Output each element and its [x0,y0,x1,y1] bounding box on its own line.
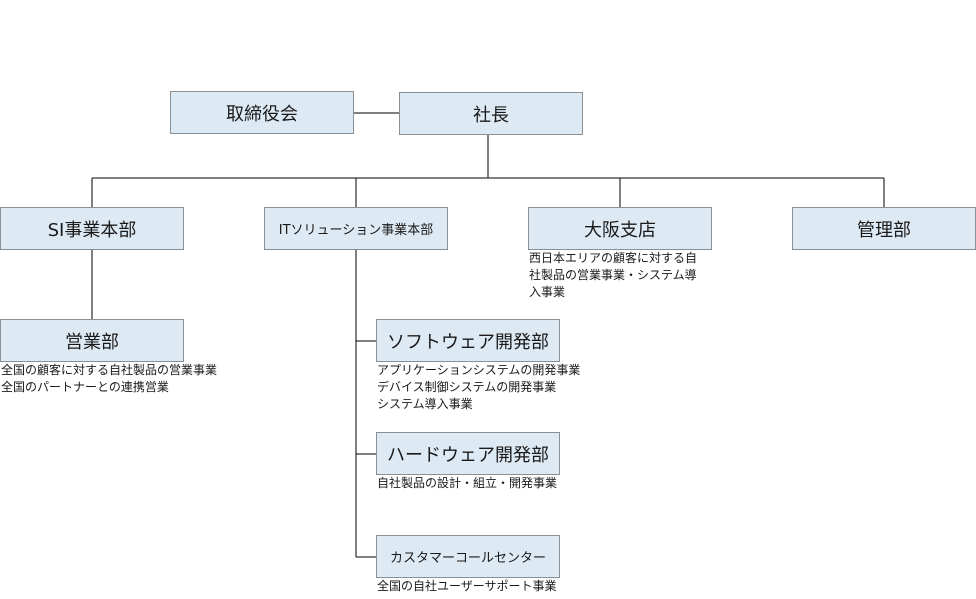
node-president-label: 社長 [473,104,509,126]
node-sales-dept: 営業部 [0,319,184,362]
desc-line: 西日本エリアの顧客に対する自 [529,251,698,265]
node-si-division-label: SI事業本部 [47,219,137,241]
node-callcenter-desc: 全国の自社ユーザーサポート事業 [377,578,557,595]
node-board-label: 取締役会 [226,103,298,125]
node-callcenter-label: カスタマーコールセンター [389,551,546,566]
desc-line: 全国の顧客に対する自社製品の営業事業 [1,363,218,377]
node-software-dept-desc: アプリケーションシステムの開発事業 デバイス制御システムの開発事業 システム導入… [377,362,580,413]
node-osaka-branch-desc: 西日本エリアの顧客に対する自 社製品の営業事業・システム導 入事業 [529,250,697,301]
node-callcenter: カスタマーコールセンター [376,535,560,578]
desc-line: 全国のパートナーとの連携営業 [1,380,169,394]
node-sales-dept-desc: 全国の顧客に対する自社製品の営業事業 全国のパートナーとの連携営業 [1,362,217,396]
node-admin-dept: 管理部 [792,207,976,250]
desc-line: 全国の自社ユーザーサポート事業 [377,579,557,593]
node-president: 社長 [399,92,583,135]
node-it-solution-division-label: ITソリューション事業本部 [278,223,434,238]
node-admin-dept-label: 管理部 [857,219,911,241]
desc-line: システム導入事業 [377,397,473,411]
node-si-division: SI事業本部 [0,207,184,250]
node-hardware-dept-desc: 自社製品の設計・組立・開発事業 [377,475,557,492]
node-hardware-dept-label: ハードウェア開発部 [387,444,549,466]
node-software-dept: ソフトウェア開発部 [376,319,560,362]
desc-line: デバイス制御システムの開発事業 [377,380,557,394]
node-board: 取締役会 [170,91,354,134]
node-sales-dept-label: 営業部 [65,331,119,353]
desc-line: 自社製品の設計・組立・開発事業 [377,476,558,490]
node-osaka-branch-label: 大阪支店 [584,219,656,241]
desc-line: 入事業 [529,285,566,299]
desc-line: アプリケーションシステムの開発事業 [377,363,581,377]
node-hardware-dept: ハードウェア開発部 [376,432,560,475]
desc-line: 社製品の営業事業・システム導 [529,268,697,282]
node-software-dept-label: ソフトウェア開発部 [387,331,549,353]
node-it-solution-division: ITソリューション事業本部 [264,207,448,250]
node-osaka-branch: 大阪支店 [528,207,712,250]
